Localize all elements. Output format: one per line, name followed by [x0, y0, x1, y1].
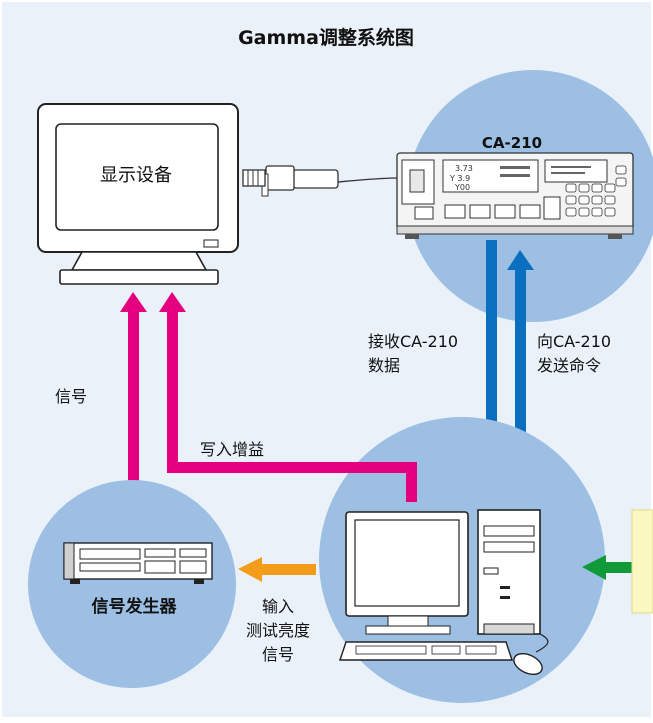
- ca210-label: CA-210: [482, 134, 542, 152]
- input-signal-label-3: 信号: [262, 645, 294, 664]
- signal-arrow: [120, 292, 147, 532]
- readout-row2: Y 3.9: [449, 174, 470, 183]
- diagram-title: Gamma调整系统图: [238, 26, 414, 49]
- write-gain-label: 写入增益: [200, 440, 264, 459]
- signal-label: 信号: [55, 387, 87, 406]
- computer-mouse: [513, 633, 549, 676]
- note-box: [631, 509, 653, 614]
- input-signal-label-1: 输入: [262, 597, 294, 616]
- signal-generator-label: 信号发生器: [92, 596, 178, 617]
- send-command-label-2: 发送命令: [537, 356, 601, 375]
- receive-data-label: 接收CA-210: [368, 332, 458, 351]
- send-command-label: 向CA-210: [537, 332, 611, 351]
- input-signal-label-2: 测试亮度: [246, 621, 310, 640]
- ca210-instrument: 3.73 Y 3.9 Y00: [396, 152, 634, 239]
- receive-data-label-2: 数据: [368, 356, 400, 375]
- display-monitor: [37, 103, 239, 285]
- computer-tower: [477, 509, 541, 635]
- ca210-keypad: [565, 165, 627, 217]
- probe-cable: [242, 165, 398, 197]
- send-command-arrow: [507, 250, 534, 510]
- green-arrow: [582, 555, 632, 580]
- signal-generator-circle: [28, 480, 236, 688]
- display-device-label: 显示设备: [100, 165, 172, 186]
- readout-row3: Y00: [454, 183, 470, 192]
- input-signal-arrow: [238, 557, 316, 582]
- signal-generator-device: [63, 542, 213, 584]
- readout-row1: 3.73: [455, 164, 473, 173]
- computer-monitor: [345, 511, 469, 635]
- write-gain-arrow: [159, 292, 417, 502]
- computer-keyboard: [339, 641, 513, 661]
